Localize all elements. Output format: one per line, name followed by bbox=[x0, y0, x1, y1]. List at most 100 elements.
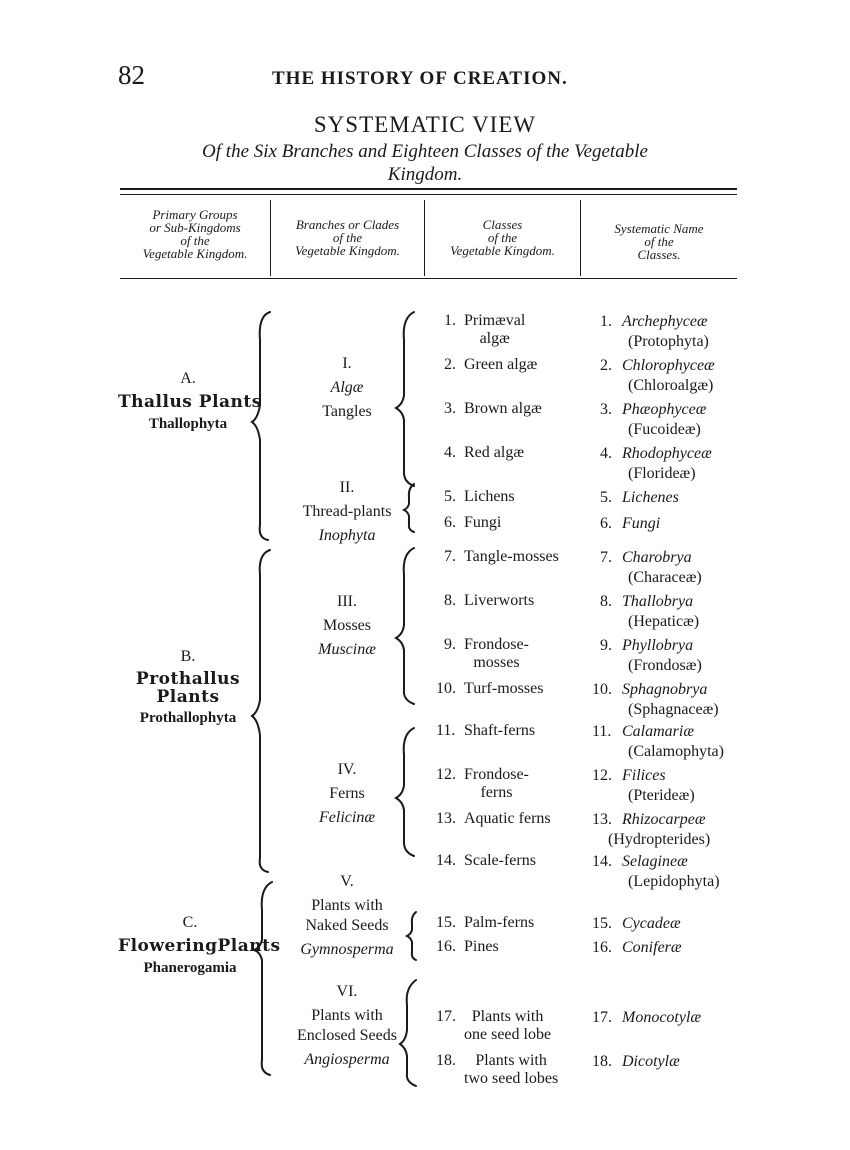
group-c-latin: Phanerogamia bbox=[143, 960, 237, 976]
systematic-name: Cycadeæ bbox=[622, 915, 681, 932]
branch-2: II. Thread-plants Inophyta bbox=[302, 479, 392, 544]
systematic-name: Fungi bbox=[622, 515, 661, 532]
branch-2-brace bbox=[401, 483, 415, 533]
class-number: 1. bbox=[444, 312, 456, 329]
class-name: Tangle-mosses bbox=[464, 548, 559, 565]
group-c-letter: C. bbox=[182, 914, 198, 931]
systematic-name: Lichenes bbox=[622, 489, 679, 506]
class-name: Scale-ferns bbox=[464, 852, 536, 869]
systematic-number: 18. bbox=[592, 1053, 612, 1070]
group-b-name-line2: Plants bbox=[156, 687, 220, 707]
top-rule-thin bbox=[120, 194, 737, 195]
systematic-number: 15. bbox=[592, 915, 612, 932]
class-number: 13. bbox=[436, 810, 456, 827]
column-header-systematic: Systematic Name of the Classes. bbox=[614, 221, 704, 262]
group-a-brace bbox=[250, 311, 271, 541]
group-a-latin: Thallophyta bbox=[148, 416, 228, 432]
systematic-name: Filices(Pterideæ) bbox=[622, 767, 695, 804]
header-bottom-rule bbox=[120, 278, 737, 279]
systematic-name: Phæophyceæ(Fucoideæ) bbox=[622, 401, 707, 438]
systematic-number: 10. bbox=[592, 681, 612, 698]
systematic-name: Charobrya(Characeæ) bbox=[622, 549, 702, 586]
column-header-classes: Classes of the Vegetable Kingdom. bbox=[450, 217, 555, 258]
class-name: Lichens bbox=[464, 488, 515, 505]
systematic-name: Monocotylæ bbox=[622, 1009, 702, 1026]
group-c-brace bbox=[250, 881, 273, 1076]
group-c: C. FloweringPlants Phanerogamia bbox=[118, 914, 281, 977]
group-b-name-line1: Prothallus bbox=[135, 669, 241, 689]
class-name: Brown algæ bbox=[464, 400, 542, 417]
group-a: A. Thallus Plants Thallophyta bbox=[118, 370, 261, 433]
systematic-name: Chlorophyceæ(Chloroalgæ) bbox=[622, 357, 715, 394]
class-number: 9. bbox=[444, 636, 456, 653]
class-number: 8. bbox=[444, 592, 456, 609]
page-number: 82 bbox=[118, 60, 145, 90]
branch-1: I. Algæ Tangles bbox=[322, 355, 372, 420]
systematic-number: 13. bbox=[592, 811, 612, 828]
group-c-name: FloweringPlants bbox=[118, 936, 281, 956]
class-number: 3. bbox=[444, 400, 456, 417]
class-number: 17. bbox=[436, 1008, 456, 1025]
systematic-number: 2. bbox=[600, 357, 612, 374]
systematic-name: Phyllobrya(Frondosæ) bbox=[622, 637, 702, 674]
column-divider-1 bbox=[270, 200, 271, 276]
systematic-name: Thallobrya(Hepaticæ) bbox=[622, 593, 700, 630]
group-b-letter: B. bbox=[180, 648, 196, 665]
top-rule-thick bbox=[120, 188, 737, 190]
class-name: Palm-ferns bbox=[464, 914, 535, 931]
column-divider-3 bbox=[580, 200, 581, 276]
branch-4-brace bbox=[393, 727, 415, 857]
class-name: Green algæ bbox=[464, 356, 538, 373]
systematic-number: 12. bbox=[592, 767, 612, 784]
running-head: THE HISTORY OF CREATION. bbox=[272, 68, 568, 89]
class-name: Frondose-mosses bbox=[464, 636, 529, 671]
class-number: 11. bbox=[436, 722, 456, 739]
group-b-brace bbox=[250, 549, 271, 873]
systematic-name: Rhodophyceæ(Florideæ) bbox=[622, 445, 712, 482]
table-title: SYSTEMATIC VIEW bbox=[313, 112, 537, 137]
class-number: 7. bbox=[444, 548, 456, 565]
systematic-number: 17. bbox=[592, 1009, 612, 1026]
column-header-groups: Primary Groups or Sub-Kingdoms of the Ve… bbox=[142, 207, 248, 261]
class-name: Frondose-ferns bbox=[464, 766, 529, 801]
systematic-number: 16. bbox=[592, 939, 612, 956]
class-number: 6. bbox=[444, 514, 456, 531]
systematic-number: 14. bbox=[592, 853, 612, 870]
systematic-name: Archephyceæ(Protophyta) bbox=[622, 313, 709, 350]
systematic-number: 1. bbox=[600, 313, 612, 330]
systematic-number: 5. bbox=[600, 489, 612, 506]
table-subtitle: Of the Six Branches and Eighteen Classes… bbox=[0, 140, 850, 186]
systematic-number: 4. bbox=[600, 445, 612, 462]
systematic-name: Sphagnobrya(Sphagnaceæ) bbox=[622, 681, 719, 718]
class-name: Shaft-ferns bbox=[464, 722, 536, 739]
systematic-name: Coniferæ bbox=[622, 939, 682, 956]
branch-1-brace bbox=[393, 311, 415, 487]
systematic-name: Rhizocarpeæ(Hydropterides) bbox=[608, 811, 711, 848]
group-b: B. Prothallus Plants Prothallophyta bbox=[118, 648, 258, 727]
class-number: 16. bbox=[436, 938, 456, 955]
class-number: 2. bbox=[444, 356, 456, 373]
class-name: Pines bbox=[464, 938, 499, 955]
class-number: 14. bbox=[436, 852, 456, 869]
branch-3: III. Mosses Muscinæ bbox=[318, 593, 376, 658]
branch-6: VI. Plants with Enclosed Seeds Angiosper… bbox=[297, 983, 397, 1068]
group-b-latin: Prothallophyta bbox=[139, 710, 237, 726]
group-a-letter: A. bbox=[180, 370, 196, 387]
class-number: 4. bbox=[444, 444, 456, 461]
class-number: 18. bbox=[436, 1052, 456, 1069]
class-name: Fungi bbox=[464, 514, 502, 531]
systematic-number: 3. bbox=[600, 401, 612, 418]
class-number: 15. bbox=[436, 914, 456, 931]
class-name: Liverworts bbox=[464, 592, 535, 609]
branch-3-brace bbox=[393, 547, 415, 705]
branch-5: V. Plants with Naked Seeds Gymnosperma bbox=[300, 873, 394, 958]
subtitle-line-1: Of the Six Branches and Eighteen Classes… bbox=[202, 141, 648, 162]
class-number: 10. bbox=[436, 680, 456, 697]
systematic-number: 6. bbox=[600, 515, 612, 532]
class-name: Red algæ bbox=[464, 444, 524, 461]
class-number: 5. bbox=[444, 488, 456, 505]
